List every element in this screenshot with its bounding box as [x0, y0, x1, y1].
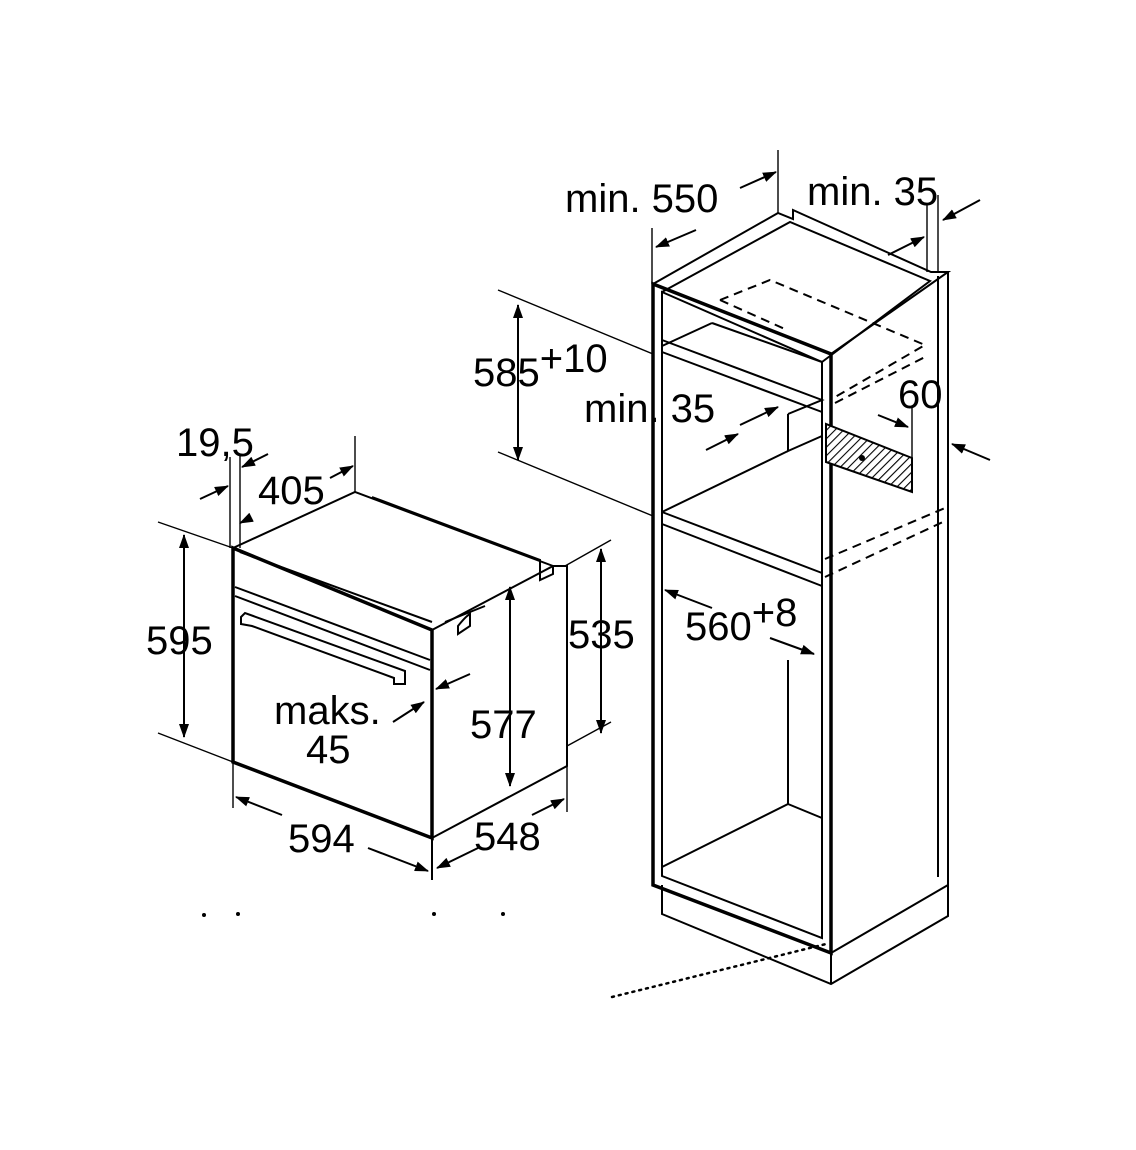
- dim-oven-width: 594: [288, 817, 355, 861]
- oven-body: [371, 496, 568, 840]
- dim-oven-panel-thickness: 19,5: [176, 421, 254, 465]
- dim-oven-body-height: 577: [470, 703, 537, 747]
- dim-cabinet-niche-height: 585+10: [473, 337, 608, 395]
- dim-oven-depth: 548: [474, 815, 541, 859]
- cabinet-plinth: [661, 885, 949, 986]
- vent-opening: [825, 422, 913, 494]
- dim-cabinet-niche-width: 560+8: [685, 591, 797, 649]
- oven-panel-top: [232, 490, 556, 631]
- cabinet-bottom: [661, 660, 823, 868]
- dim-oven-max-label: maks.: [274, 689, 381, 733]
- cabinet-upper-shelf: [661, 322, 825, 415]
- dim-cabinet-min-side: min. 35: [807, 170, 938, 214]
- dim-cabinet-min-depth: min. 550: [565, 177, 718, 221]
- dim-oven-max-value: 45: [306, 728, 351, 772]
- dim-cabinet-min-rear: min. 35: [584, 387, 715, 431]
- dim-oven-height: 595: [146, 619, 213, 663]
- dim-vent-height: 60: [898, 373, 943, 417]
- cabinet-mid-shelf: [661, 450, 823, 587]
- cabinet-drawing: min. 550 min. 35 585+10 min. 35 60 560+8: [473, 150, 991, 999]
- cabinet-top: [652, 208, 952, 355]
- dim-oven-inner-height: 535: [568, 613, 635, 657]
- oven-handle: [240, 611, 406, 685]
- oven-control-strip: [234, 586, 431, 671]
- cabinet-niche-dashed: [719, 278, 928, 404]
- dim-oven-panel-depth: 405: [258, 469, 325, 513]
- oven-drawing: 595 535 577 19,5 405 maks. 45 594 548: [146, 421, 635, 917]
